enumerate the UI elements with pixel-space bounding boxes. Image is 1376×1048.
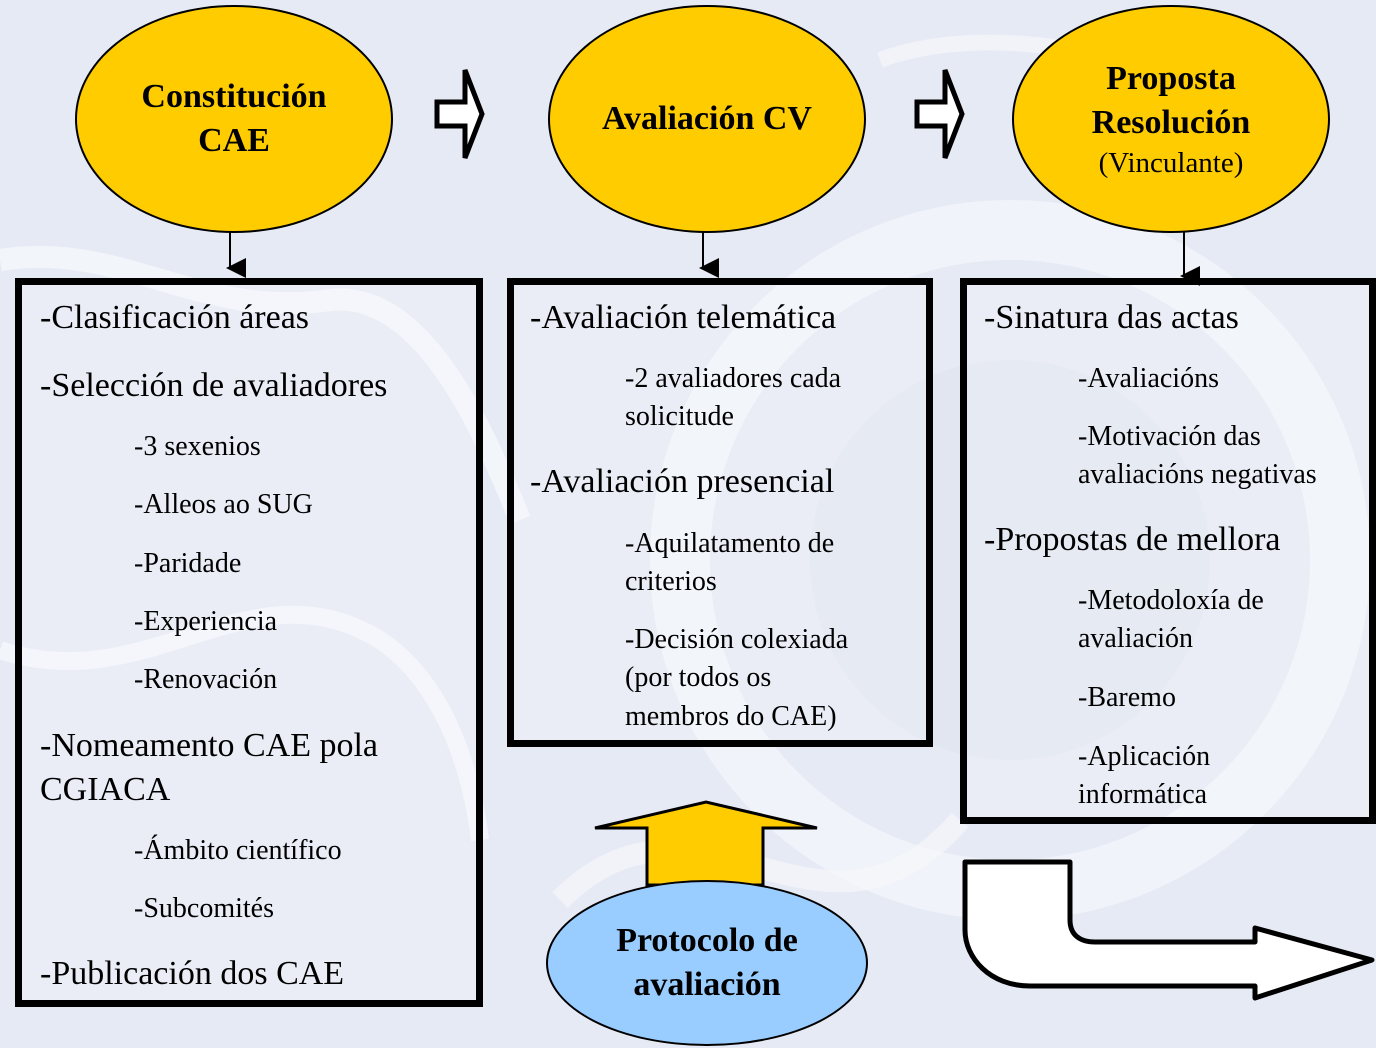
list-item: -Sinatura das actas	[984, 299, 1239, 336]
box-constitucion	[15, 278, 483, 1007]
list-subitem: -Decisión colexiada	[625, 624, 849, 655]
list-item: -Nomeamento CAE pola	[40, 727, 379, 764]
node-title: Resolución	[1091, 104, 1251, 141]
node-proposta: Proposta Resolución (Vinculante)	[1012, 5, 1330, 233]
node-title: avaliación	[633, 966, 781, 1003]
list-subitem: -2 avaliadores cada	[625, 363, 842, 394]
list-subitem: -Experiencia	[134, 606, 278, 637]
list-subitem: avaliación	[1078, 623, 1194, 654]
list-subitem: avaliacións negativas	[1078, 459, 1317, 490]
list-item: -Propostas de mellora	[984, 521, 1281, 558]
list-item: -Clasificación áreas	[40, 299, 310, 336]
list-item: -Selección de avaliadores	[40, 367, 388, 404]
list-subitem: criterios	[625, 566, 717, 597]
list-subitem: -Aquilatamento de	[625, 528, 835, 559]
box-proposta	[960, 278, 1376, 824]
list-subitem: -Alleos ao SUG	[134, 489, 313, 520]
list-subitem: -Paridade	[134, 548, 242, 579]
node-protocolo: Protocolo de avaliación	[546, 880, 868, 1046]
list-subitem: -Ámbito científico	[134, 835, 342, 866]
node-title: Proposta	[1106, 60, 1236, 97]
right-arrow-icon	[914, 69, 965, 159]
list-item: -Publicación dos CAE	[40, 955, 345, 992]
node-avaliacion: Avaliación CV	[548, 5, 866, 233]
node-title: Constitución	[141, 78, 327, 115]
list-subitem: membros do CAE)	[625, 701, 837, 732]
list-subitem: solicitude	[625, 401, 734, 432]
list-item: -Avaliación telemática	[530, 299, 837, 336]
node-subtitle: (Vinculante)	[1098, 147, 1244, 179]
list-subitem: -Subcomités	[134, 893, 274, 924]
box-avaliacion	[507, 278, 933, 747]
list-item: -Avaliación presencial	[530, 463, 835, 500]
list-subitem: -Baremo	[1078, 682, 1176, 713]
list-subitem: -Motivación das	[1078, 421, 1261, 452]
right-arrow-icon	[434, 69, 485, 159]
node-constitucion: Constitución CAE	[75, 5, 393, 233]
curved-arrow-icon	[962, 859, 1375, 1001]
list-subitem: -3 sexenios	[134, 431, 261, 462]
node-title: Protocolo de	[616, 922, 798, 959]
list-item: CGIACA	[40, 771, 171, 808]
list-subitem: -Aplicación	[1078, 741, 1211, 772]
list-subitem: -Avaliacións	[1078, 363, 1219, 394]
list-subitem: -Renovación	[134, 664, 278, 695]
list-subitem: informática	[1078, 779, 1208, 810]
up-arrow-icon	[594, 800, 818, 887]
node-title: Avaliación CV	[602, 100, 812, 137]
list-subitem: -Metodoloxía de	[1078, 585, 1264, 616]
list-subitem: (por todos os	[625, 662, 772, 693]
node-title: CAE	[198, 122, 270, 159]
